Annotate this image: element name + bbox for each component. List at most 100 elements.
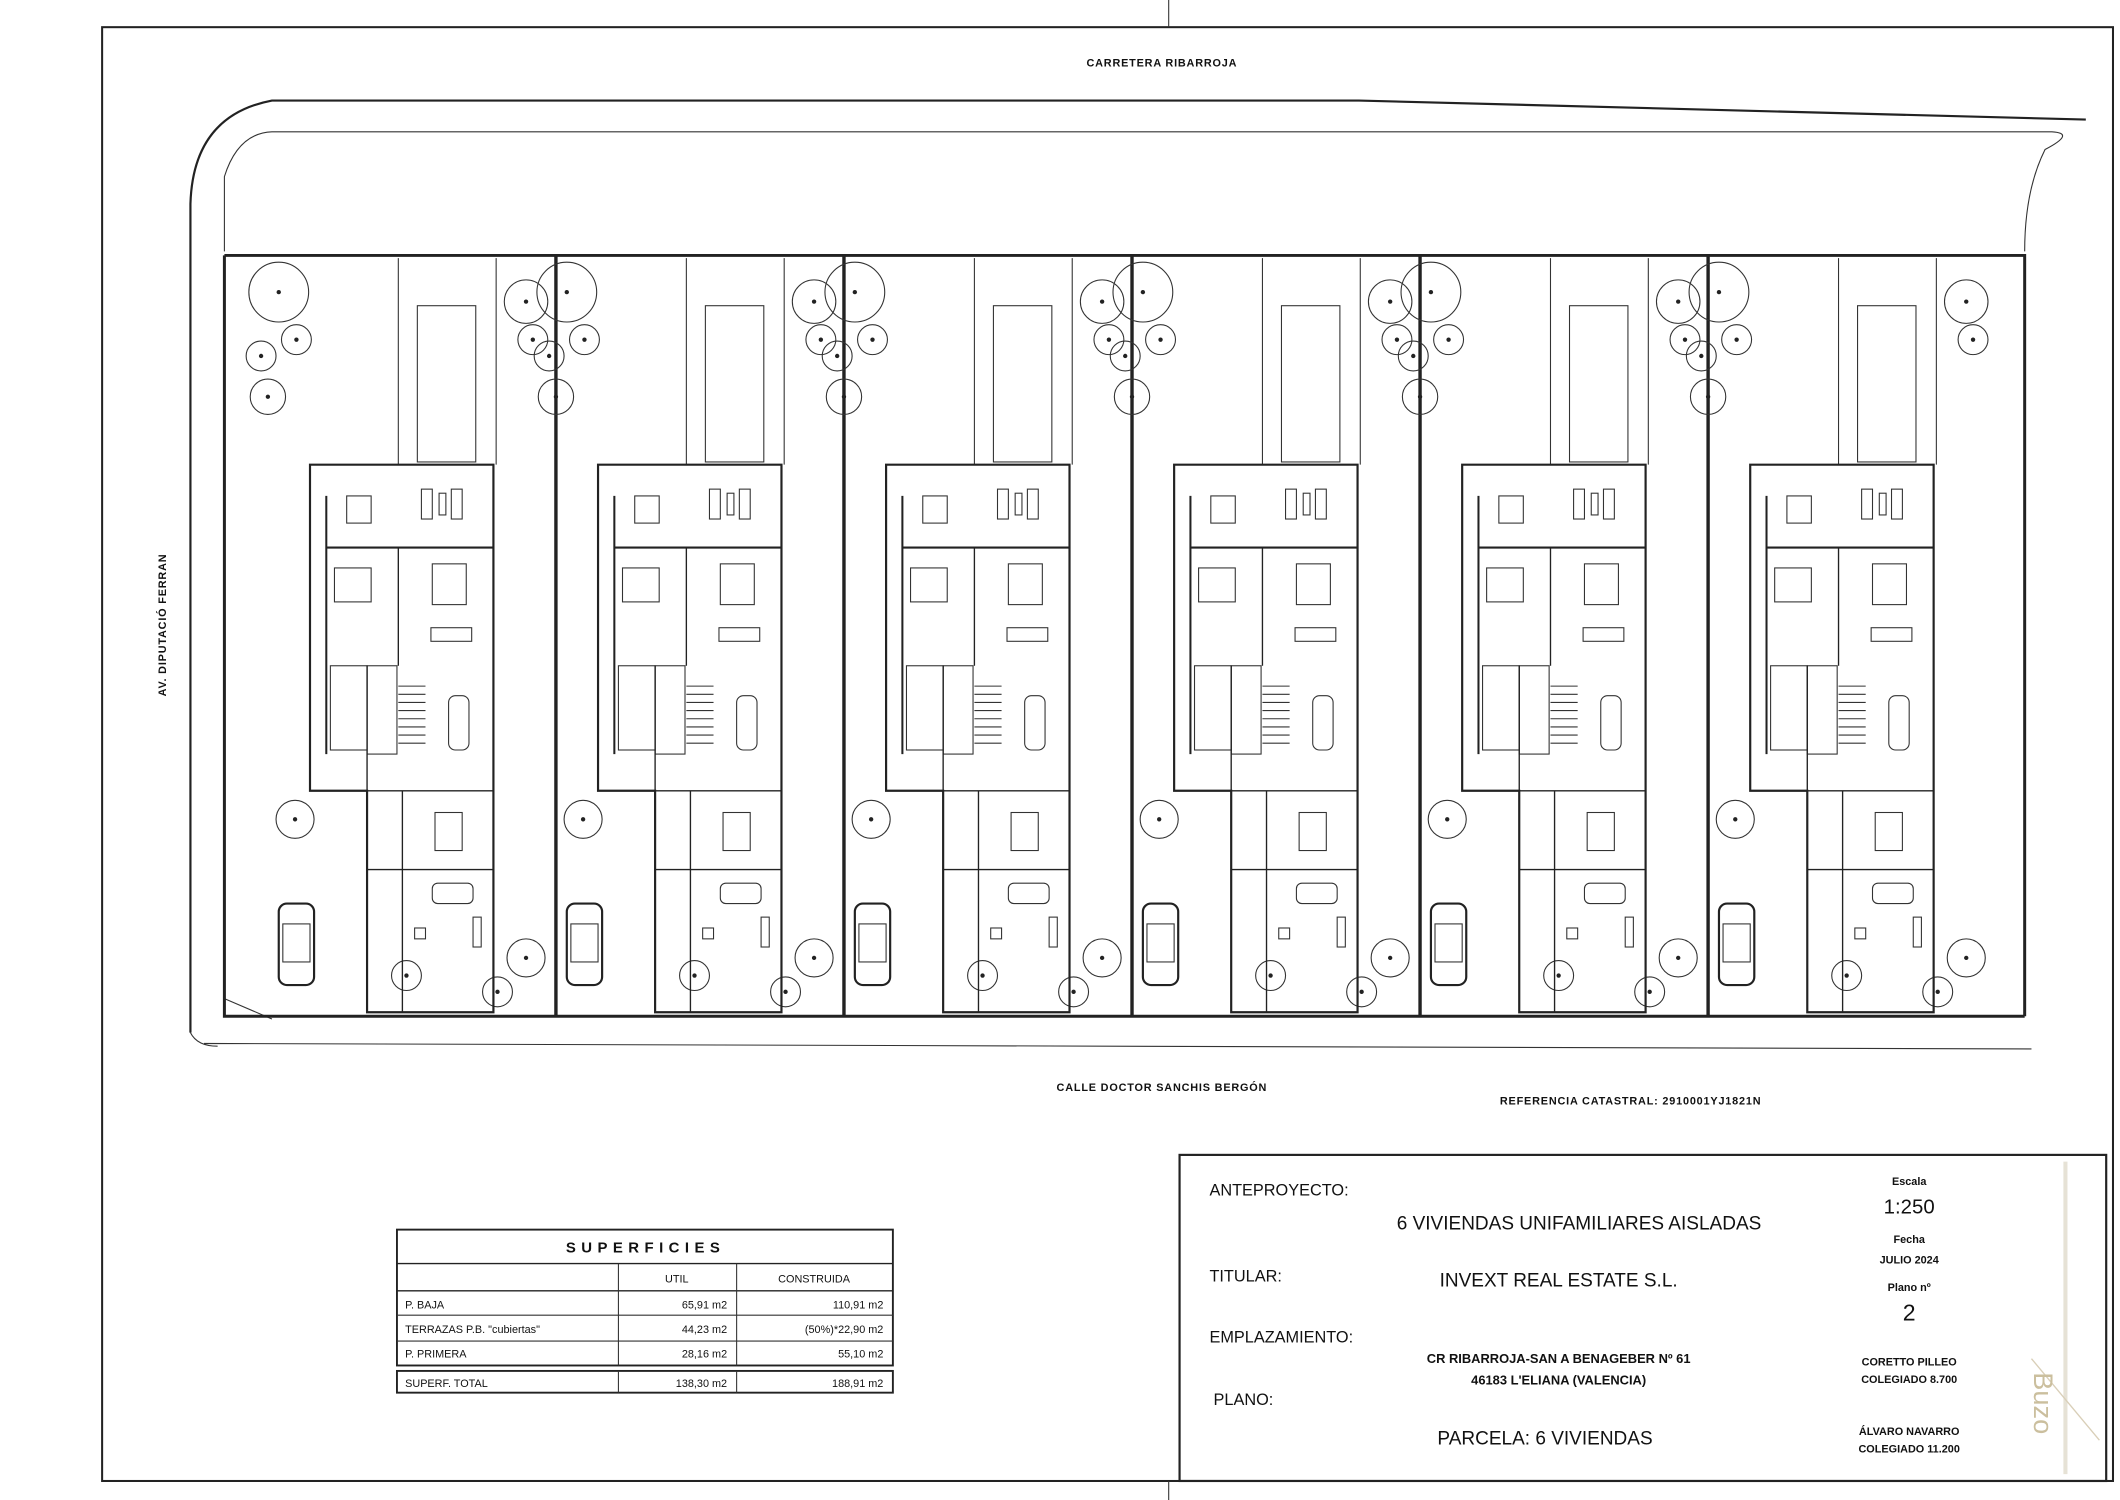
emplazamiento-label: EMPLAZAMIENTO:	[1209, 1328, 1353, 1346]
tree-icon	[1381, 324, 1413, 356]
tree-icon	[533, 340, 565, 372]
tree-icon	[1367, 279, 1413, 324]
lot-1	[245, 255, 558, 1017]
lot-5	[1397, 255, 1710, 1017]
tree-icon	[825, 378, 863, 415]
tree-icon	[1401, 378, 1439, 415]
tree-icon	[568, 324, 600, 356]
road-curb	[189, 998, 2032, 1050]
tree-icon	[280, 324, 312, 356]
tree-icon	[1922, 976, 1954, 1008]
car-icon	[1141, 902, 1180, 987]
tree-icon	[1658, 938, 1698, 978]
row-label: P. PRIMERA	[405, 1348, 467, 1360]
road-left-label: AV. DIPUTACIÓ FERRAN	[156, 554, 169, 697]
anteproyecto-label: ANTEPROYECTO:	[1209, 1182, 1348, 1200]
tree-icon	[1058, 976, 1090, 1008]
tree-icon	[1715, 799, 1755, 839]
pool	[416, 305, 477, 463]
titular-label: TITULAR:	[1209, 1267, 1281, 1285]
tree-icon	[791, 279, 837, 324]
tree-icon	[517, 324, 549, 356]
fecha-value: JULIO 2024	[1880, 1255, 1939, 1267]
tree-icon	[390, 960, 422, 992]
row-construida: 55,10 m2	[838, 1348, 883, 1360]
row-construida: 110,91 m2	[833, 1299, 884, 1311]
surfaces-table: SUPERFICIES UTIL CONSTRUIDA P. BAJA 65,9…	[396, 1228, 894, 1394]
tree-icon	[824, 261, 886, 323]
tree-icon	[1346, 976, 1378, 1008]
tree-icon	[1079, 279, 1125, 324]
tree-icon	[1655, 279, 1701, 324]
lot-3	[821, 255, 1134, 1017]
header-util: UTIL	[665, 1274, 689, 1286]
tree-icon	[1370, 938, 1410, 978]
tree-icon	[249, 378, 287, 415]
lot-6	[1685, 258, 1989, 1014]
road-bottom-label: CALLE DOCTOR SANCHIS BERGÓN	[1057, 1081, 1268, 1094]
tree-icon	[275, 799, 315, 839]
row-util: 28,16 m2	[682, 1348, 727, 1360]
pool	[1857, 305, 1917, 463]
tree-icon	[1685, 340, 1717, 372]
tree-icon	[851, 799, 891, 839]
lot-4	[1109, 255, 1422, 1017]
tree-icon	[536, 261, 598, 323]
anteproyecto-value: 6 VIVIENDAS UNIFAMILIARES AISLADAS	[1397, 1214, 1762, 1235]
house-floor-plan	[885, 463, 1071, 1014]
tree-icon	[1689, 378, 1727, 415]
architect-1-number: COLEGIADO 8.700	[1861, 1374, 1957, 1386]
row-construida: (50%)*22,90 m2	[805, 1324, 883, 1336]
car-icon	[565, 902, 604, 987]
tree-icon	[482, 976, 513, 1008]
emplazamiento-line1: CR RIBARROJA-SAN A BENAGEBER Nº 61	[1427, 1351, 1691, 1366]
tree-icon	[1255, 960, 1287, 992]
tree-icon	[563, 799, 603, 839]
tree-icon	[1082, 938, 1122, 978]
tree-icon	[967, 960, 999, 992]
house-floor-plan	[596, 463, 783, 1014]
title-block: ANTEPROYECTO: 6 VIVIENDAS UNIFAMILIARES …	[1178, 1153, 2108, 1483]
road-top-label: CARRETERA RIBARROJA	[1086, 58, 1237, 70]
tree-icon	[1957, 324, 1989, 356]
road-edge-outer	[189, 99, 2086, 1033]
tree-icon	[248, 261, 310, 323]
tree-icon	[1669, 324, 1701, 356]
tree-icon	[1427, 799, 1467, 839]
tree-icon	[1543, 960, 1575, 992]
row-label: TERRAZAS P.B. "cubiertas"	[405, 1324, 540, 1336]
tree-icon	[770, 976, 802, 1008]
plot-boundary	[222, 253, 2027, 1018]
car-icon	[1717, 902, 1756, 987]
plano-label: PLANO:	[1214, 1391, 1274, 1409]
pool	[1280, 305, 1341, 463]
architect-1-name: CORETTO PILLEO	[1862, 1356, 1957, 1368]
lot-2	[533, 255, 846, 1017]
architect-2-number: COLEGIADO 11.200	[1858, 1443, 1959, 1455]
total-label: SUPERF. TOTAL	[405, 1378, 488, 1390]
fecha-label: Fecha	[1893, 1234, 1925, 1246]
tree-icon	[1145, 324, 1177, 356]
car-icon	[277, 902, 316, 987]
tree-icon	[1109, 340, 1141, 372]
row-util: 65,91 m2	[682, 1299, 727, 1311]
total-util: 138,30 m2	[676, 1378, 727, 1390]
house-floor-plan	[1173, 463, 1359, 1014]
tree-icon	[1946, 938, 1986, 978]
tree-icon	[1721, 324, 1753, 356]
total-construida: 188,91 m2	[832, 1378, 883, 1390]
cadastral-reference: REFERENCIA CATASTRAL: 2910001YJ1821N	[1500, 1096, 1762, 1108]
row-label: P. BAJA	[405, 1299, 445, 1311]
header-construida: CONSTRUIDA	[778, 1274, 851, 1286]
tree-icon	[679, 960, 710, 992]
tree-icon	[1112, 261, 1174, 323]
pool	[1568, 305, 1629, 463]
lots-group	[245, 255, 1989, 1017]
escala-value: 1:250	[1884, 1196, 1935, 1218]
tree-icon	[857, 324, 888, 356]
plano-n-label: Plano nº	[1888, 1282, 1931, 1294]
tree-icon	[1831, 960, 1863, 992]
row-util: 44,23 m2	[682, 1324, 727, 1336]
tree-icon	[1943, 279, 1989, 324]
